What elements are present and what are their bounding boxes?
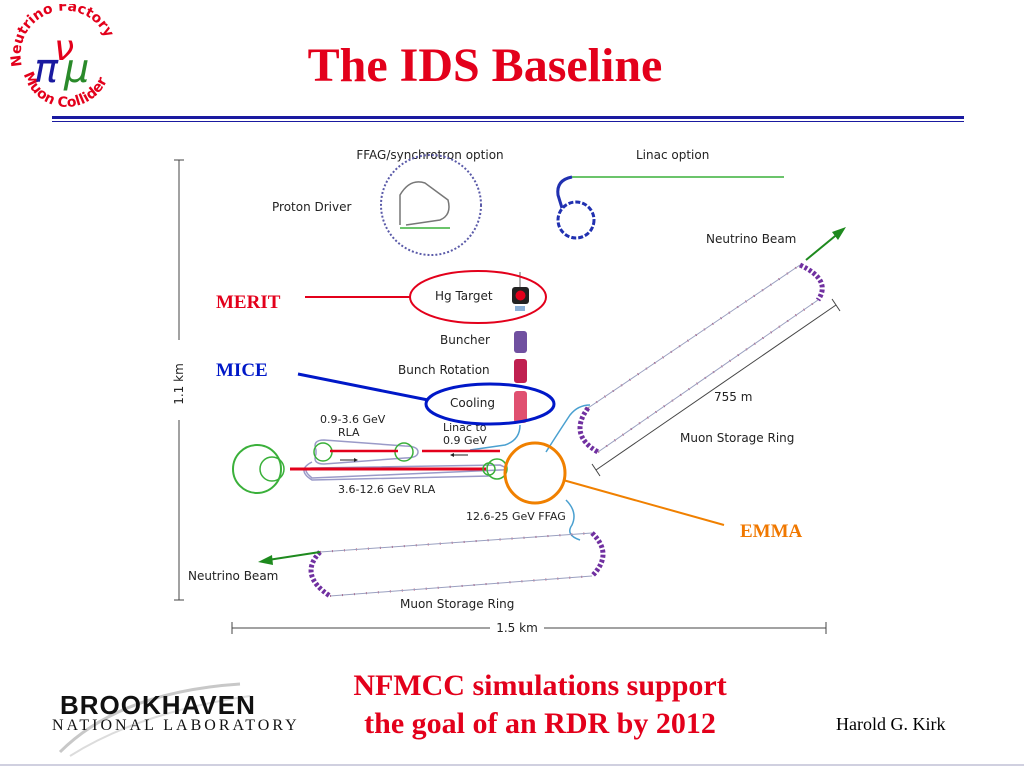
bunch-rotation-label: Bunch Rotation [398, 363, 490, 377]
neutrino-beam-left-arrow [258, 551, 321, 565]
transfer-lines [469, 404, 591, 541]
cooling-block [514, 391, 527, 423]
hg-target-label: Hg Target [435, 289, 493, 303]
muon-storage-ring-right [577, 262, 825, 455]
linac-option-label: Linac option [636, 148, 709, 162]
caption: NFMCC simulations support the goal of an… [320, 667, 760, 743]
footer-rule [0, 764, 1024, 766]
merit-callout [305, 270, 547, 324]
merit-label: MERIT [216, 292, 281, 313]
cooling-label: Cooling [450, 396, 495, 410]
title-rule-thin [52, 121, 964, 122]
emma-label: EMMA [740, 521, 803, 542]
bunch-rotation-block [514, 359, 527, 383]
neutrino-factory-logo: Neutrino Factory Muon Collider π ν μ [10, 4, 117, 111]
muon-storage-ring-right-label: Muon Storage Ring [680, 431, 794, 445]
vertical-scale [174, 159, 184, 601]
hg-target-marker [512, 272, 529, 311]
ffag-ring [503, 441, 567, 505]
bnl-subtitle: NATIONAL LABORATORY [52, 717, 300, 734]
buncher-block [514, 331, 527, 353]
bnl-logo-swoosh [58, 682, 251, 757]
bnl-name: BROOKHAVEN [60, 690, 256, 720]
ffag-label: 12.6-25 GeV FFAG [466, 510, 566, 523]
caption-line2: the goal of an RDR by 2012 [364, 707, 716, 740]
svg-text:μ: μ [63, 46, 89, 92]
mice-callout [297, 372, 556, 426]
emma-callout-line [562, 479, 725, 526]
scale-vertical-label: 1.1 km [172, 363, 186, 405]
scale-horizontal-label: 1.5 km [496, 621, 538, 635]
neutrino-beam-left-label: Neutrino Beam [188, 569, 278, 583]
page-title: The IDS Baseline [307, 39, 663, 92]
caption-line1: NFMCC simulations support [353, 669, 727, 702]
title-rule [52, 116, 964, 119]
buncher-label: Buncher [440, 333, 490, 347]
distance-755-label: 755 m [714, 390, 752, 404]
linac-option-layout [556, 175, 784, 240]
rla-low-label-line2: RLA [338, 426, 360, 439]
ffag-option-label: FFAG/synchrotron option [356, 148, 503, 162]
horizontal-scale [231, 622, 827, 634]
linac-to-label-line2: 0.9 GeV [443, 434, 487, 447]
svg-text:π: π [34, 46, 59, 92]
neutrino-beam-right-label: Neutrino Beam [706, 232, 796, 246]
neutrino-beam-right-arrow [805, 227, 846, 261]
muon-storage-ring-bottom [308, 531, 606, 599]
rla-high-label: 3.6-12.6 GeV RLA [338, 483, 436, 496]
svg-text:ν: ν [54, 28, 74, 69]
mice-label: MICE [216, 360, 268, 381]
distance-755-marker [591, 298, 841, 477]
rla-complex [232, 439, 508, 494]
muon-storage-ring-bottom-label: Muon Storage Ring [400, 597, 514, 611]
proton-driver-label: Proton Driver [272, 200, 351, 214]
author: Harold G. Kirk [836, 714, 946, 734]
rla-low-label-line1: 0.9-3.6 GeV [320, 413, 386, 426]
ffag-synchrotron-ring [380, 154, 482, 256]
